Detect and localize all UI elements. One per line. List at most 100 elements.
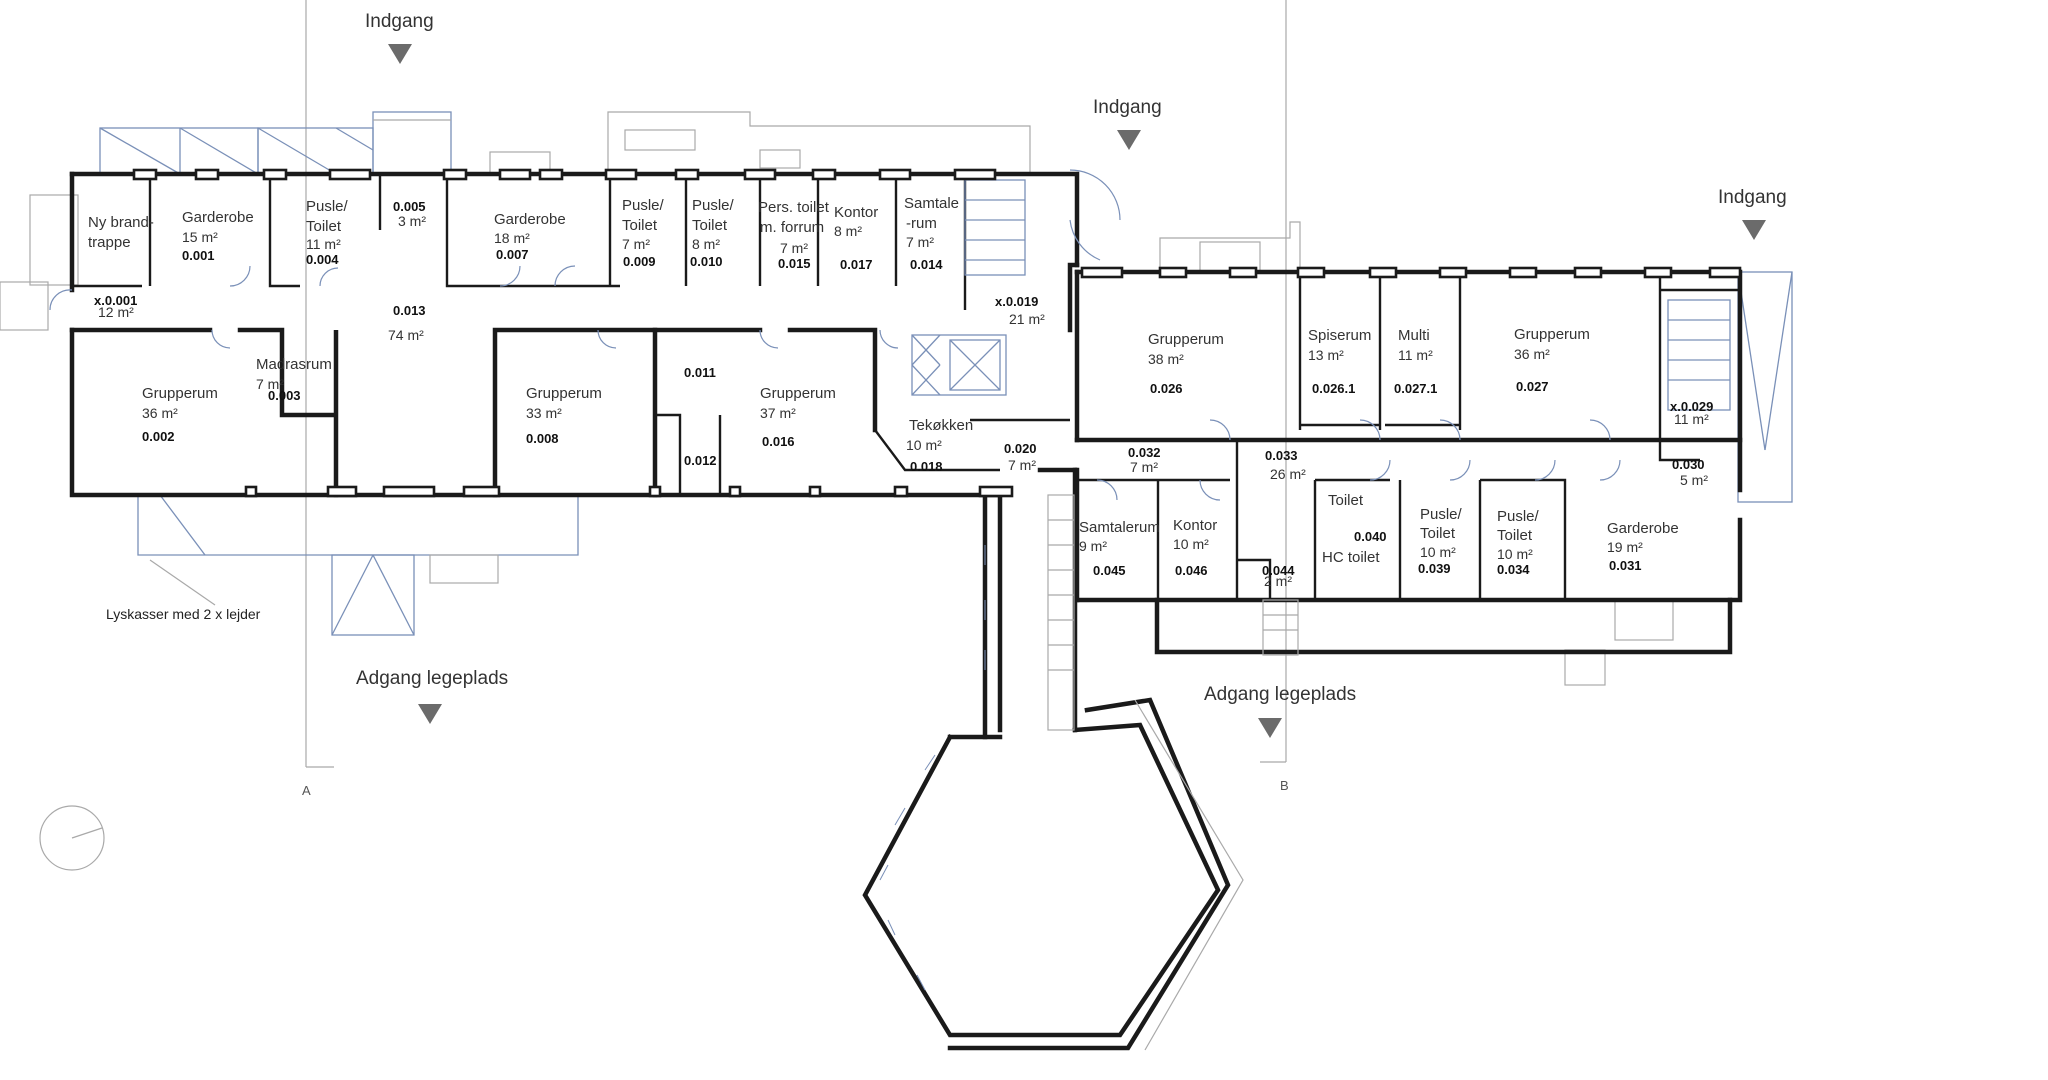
room-area: 10 m² [906, 437, 942, 453]
room-name: Grupperum [1514, 326, 1590, 343]
room-area: 36 m² [142, 405, 178, 421]
room-id: 0.045 [1093, 563, 1126, 578]
room-id: 0.031 [1609, 558, 1642, 573]
playground-arrow-icon [1258, 718, 1282, 738]
room-id: 0.018 [910, 459, 943, 474]
room-id: 0.016 [762, 434, 795, 449]
room-area: 19 m² [1607, 539, 1643, 555]
compass-icon [39, 805, 105, 871]
room-name: Toilet [1420, 525, 1456, 542]
entrance-label-a: Indgang [365, 11, 434, 32]
room-id: 0.013 [393, 303, 426, 318]
room-name: Samtale [904, 195, 959, 212]
room-area: 15 m² [182, 229, 218, 245]
room-id: 0.009 [623, 254, 656, 269]
axis-label-a: A [302, 783, 311, 798]
room-id: 0.017 [840, 257, 873, 272]
entrance-markers: Indgang Indgang Indgang Adgang legeplads… [356, 11, 1787, 738]
room-area: 36 m² [1514, 346, 1550, 362]
room-id: 0.034 [1497, 562, 1530, 577]
room-name: HC toilet [1322, 549, 1380, 566]
room-id: 0.039 [1418, 561, 1451, 576]
wall-piers [132, 168, 1742, 498]
room-name: Pusle/ [306, 198, 349, 215]
room-name: Toilet [306, 218, 342, 235]
room-id: 0.026 [1150, 381, 1183, 396]
room-area: 11 m² [306, 236, 341, 252]
room-name: Spiserum [1308, 327, 1371, 344]
room-area: 10 m² [1173, 536, 1209, 552]
room-name: Pers. toilet [758, 199, 830, 216]
room-id: 0.044 [1262, 563, 1295, 578]
room-name: trappe [88, 234, 131, 251]
room-name: Garderobe [182, 209, 254, 226]
room-area: 3 m² [398, 213, 426, 229]
room-name: Tekøkken [909, 417, 973, 434]
room-id: 0.020 [1004, 441, 1037, 456]
room-area: 26 m² [1270, 466, 1306, 482]
entrance-arrow-icon [1117, 130, 1141, 150]
room-id: 0.010 [690, 254, 723, 269]
room-area: 74 m² [388, 327, 424, 343]
room-id: 0.015 [778, 256, 811, 271]
room-id: 0.004 [306, 252, 339, 267]
room-area: 8 m² [692, 236, 720, 252]
room-id: 0.007 [496, 247, 529, 262]
room-name: Grupperum [1148, 331, 1224, 348]
room-id: x.0.001 [94, 293, 137, 308]
room-id: 0.030 [1672, 457, 1705, 472]
room-area: 33 m² [526, 405, 562, 421]
room-id: 0.005 [393, 199, 426, 214]
room-id: 0.027.1 [1394, 381, 1437, 396]
context-outlines [0, 111, 1793, 686]
room-id: x.0.019 [995, 294, 1038, 309]
room-area: 11 m² [1398, 347, 1433, 363]
room-area: 7 m² [1008, 457, 1036, 473]
room-area: 38 m² [1148, 351, 1184, 367]
entrance-arrow-icon [1742, 220, 1766, 240]
room-id: 0.001 [182, 248, 215, 263]
room-id: 0.012 [684, 453, 717, 468]
room-name: -rum [906, 215, 937, 232]
room-area: 10 m² [1497, 546, 1533, 562]
entrance-arrow-icon [388, 44, 412, 64]
room-name: Multi [1398, 327, 1430, 344]
room-name: Madrasrum [256, 356, 332, 373]
room-area: 10 m² [1420, 544, 1456, 560]
room-id: 0.040 [1354, 529, 1387, 544]
skylight-note: Lyskasser med 2 x lejder [106, 606, 261, 622]
door-swings [49, 169, 1621, 501]
pavilion-windows [879, 545, 986, 991]
room-name: Pusle/ [1420, 506, 1463, 523]
room-id: 0.026.1 [1312, 381, 1355, 396]
room-id: 0.046 [1175, 563, 1208, 578]
room-name: Garderobe [1607, 520, 1679, 537]
room-area: 13 m² [1308, 347, 1344, 363]
room-name: Kontor [1173, 517, 1217, 534]
room-name: Pusle/ [622, 197, 665, 214]
room-area: 7 m² [256, 376, 284, 392]
entrance-label-c: Indgang [1718, 187, 1787, 208]
exterior-stairs [1047, 494, 1299, 731]
room-area: 7 m² [622, 236, 650, 252]
room-id: 0.027 [1516, 379, 1549, 394]
room-area: 2 m² [1264, 573, 1292, 589]
room-name: Kontor [834, 204, 878, 221]
room-name: Toilet [622, 217, 658, 234]
room-area: 9 m² [1079, 538, 1107, 554]
room-id: 0.011 [684, 365, 716, 380]
room-area: 8 m² [834, 223, 862, 239]
playground-label-a: Adgang legeplads [356, 668, 508, 689]
room-id: 0.032 [1128, 445, 1161, 460]
room-area: 7 m² [780, 240, 808, 256]
building-walls [69, 171, 1743, 1051]
room-name: Ny brand- [88, 214, 154, 231]
room-id: 0.014 [910, 257, 943, 272]
room-name: Pusle/ [1497, 508, 1540, 525]
room-id: x.0.029 [1670, 399, 1713, 414]
room-area: 7 m² [906, 234, 934, 250]
room-name: m. forrum [760, 219, 824, 236]
room-area: 37 m² [760, 405, 796, 421]
room-id: 0.033 [1265, 448, 1298, 463]
entrance-label-b: Indgang [1093, 97, 1162, 118]
